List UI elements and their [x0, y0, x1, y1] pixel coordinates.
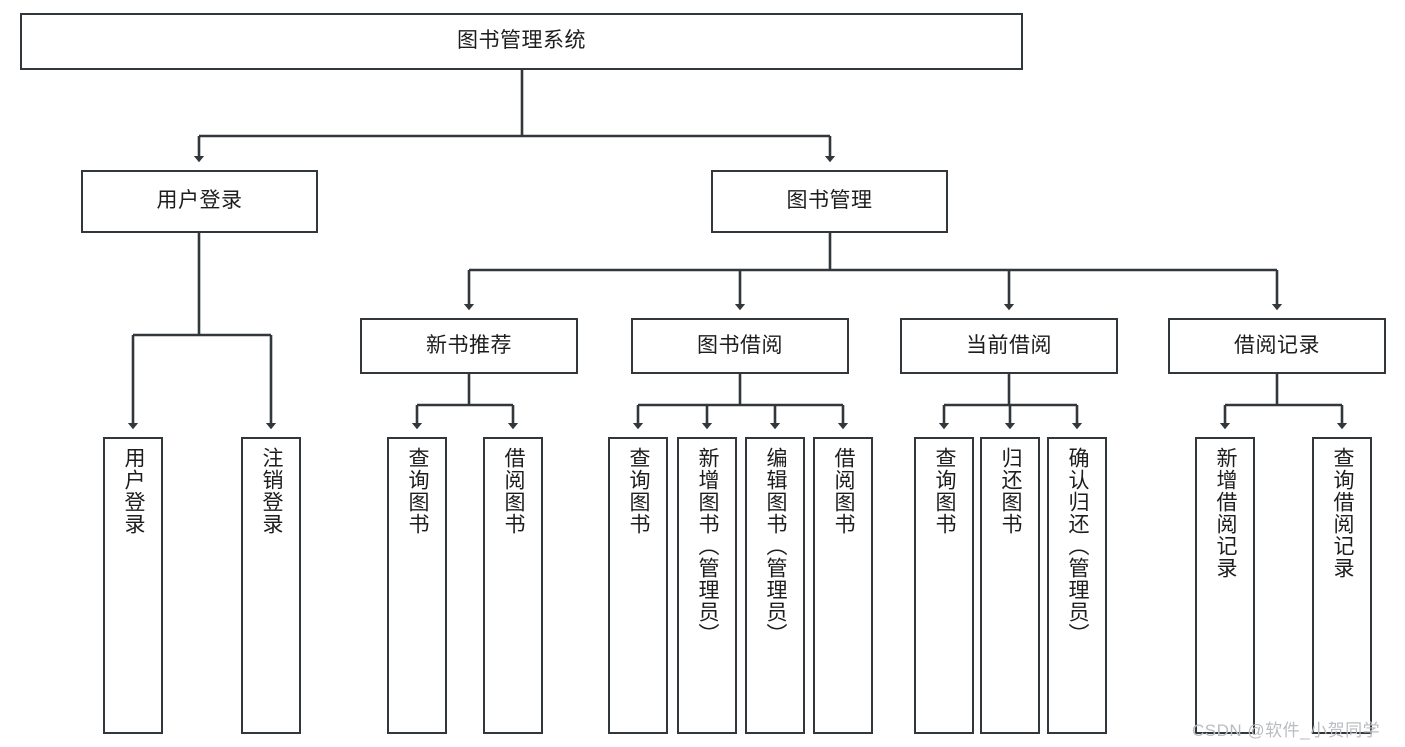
node-label: 借阅图书 [502, 447, 526, 535]
csdn-watermark: CSDN @软件_小贺同学 [1192, 721, 1381, 740]
node-label: 图书管理系统 [457, 29, 586, 53]
node-label: 用户登录 [122, 447, 146, 535]
node-leaf-borrow-book-1[interactable]: 借阅图书 [483, 437, 543, 734]
node-label: 借阅记录 [1234, 333, 1320, 357]
node-book-borrow[interactable]: 图书借阅 [631, 318, 849, 374]
node-label: 用户登录 [156, 189, 243, 213]
node-leaf-add-record[interactable]: 新增借阅记录 [1195, 437, 1255, 734]
node-label: 查询图书 [406, 447, 430, 535]
node-leaf-query-book-1[interactable]: 查询图书 [387, 437, 447, 734]
node-leaf-borrow-book-2[interactable]: 借阅图书 [813, 437, 873, 734]
node-label: 确认归还（管理员） [1066, 447, 1090, 645]
node-label: 图书借阅 [697, 333, 783, 357]
node-label: 查询图书 [933, 447, 957, 535]
node-leaf-query-book-3[interactable]: 查询图书 [914, 437, 974, 734]
node-leaf-confirm-return[interactable]: 确认归还（管理员） [1047, 437, 1107, 734]
node-label: 新书推荐 [426, 333, 512, 357]
node-label: 注销登录 [260, 447, 284, 535]
node-root-system[interactable]: 图书管理系统 [20, 13, 1023, 70]
node-leaf-edit-book[interactable]: 编辑图书（管理员） [745, 437, 805, 734]
node-label: 新增图书（管理员） [696, 447, 720, 645]
node-current-borrow[interactable]: 当前借阅 [900, 318, 1118, 374]
node-label: 查询借阅记录 [1331, 447, 1355, 579]
node-leaf-add-book[interactable]: 新增图书（管理员） [677, 437, 737, 734]
node-label: 借阅图书 [832, 447, 856, 535]
node-book-management[interactable]: 图书管理 [711, 170, 948, 233]
node-label: 编辑图书（管理员） [764, 447, 788, 645]
node-label: 归还图书 [999, 447, 1023, 535]
node-label: 新增借阅记录 [1214, 447, 1238, 579]
node-leaf-user-login[interactable]: 用户登录 [103, 437, 163, 734]
node-label: 图书管理 [786, 189, 873, 213]
node-new-book-recommend[interactable]: 新书推荐 [360, 318, 578, 374]
node-leaf-return-book[interactable]: 归还图书 [980, 437, 1040, 734]
node-leaf-query-record[interactable]: 查询借阅记录 [1312, 437, 1372, 734]
node-borrow-record[interactable]: 借阅记录 [1168, 318, 1386, 374]
node-user-login[interactable]: 用户登录 [81, 170, 318, 233]
node-label: 查询图书 [627, 447, 651, 535]
node-leaf-logout-login[interactable]: 注销登录 [241, 437, 301, 734]
node-label: 当前借阅 [966, 333, 1052, 357]
node-leaf-query-book-2[interactable]: 查询图书 [608, 437, 668, 734]
